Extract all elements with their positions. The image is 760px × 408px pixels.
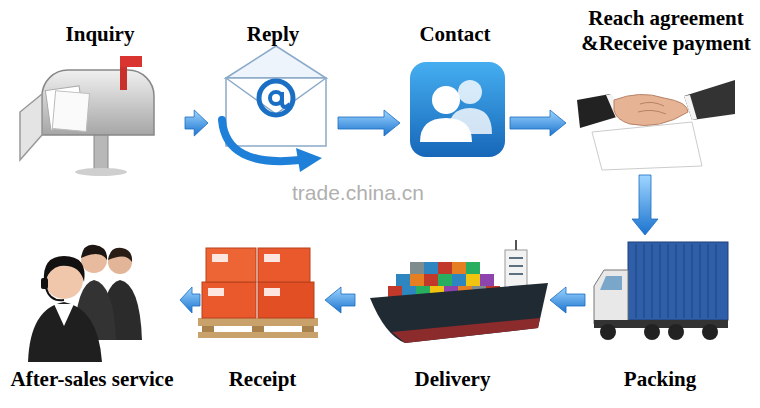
step-label: Delivery [415,367,491,392]
step-label: Inquiry [66,22,135,47]
step-node: Reach agreement &Receive payment [566,2,760,175]
flow-arrow [338,110,400,136]
step-label: Contact [419,22,490,47]
step-label: Packing [624,367,696,392]
step-label: Reply [247,22,300,47]
step-label: Reach agreement &Receive payment [566,6,760,56]
step-node: Receipt [200,235,325,398]
step-node: After-sales service [4,235,180,398]
step-node: Contact [400,18,510,175]
contact-icon [410,62,505,157]
flow-arrow [180,287,200,313]
email-icon [222,46,326,172]
handshake-icon [577,80,735,170]
step-node: Reply [208,18,338,175]
truck-icon [594,242,728,340]
step-label: Receipt [229,367,297,392]
flow-arrow [550,287,585,313]
step-node: Packing [585,235,735,398]
step-node: Inquiry [15,18,185,175]
mailbox-icon [20,56,154,176]
step-label: After-sales service [10,367,173,392]
boxes-icon [198,248,318,338]
ship-icon [370,240,548,343]
flow-arrow [185,110,208,136]
flow-arrow [510,110,566,136]
flow-arrow [325,287,355,313]
watermark: trade.china.cn [292,181,424,205]
support-staff-icon [28,245,142,362]
step-node: Delivery [355,235,550,398]
flow-arrow [632,175,658,235]
